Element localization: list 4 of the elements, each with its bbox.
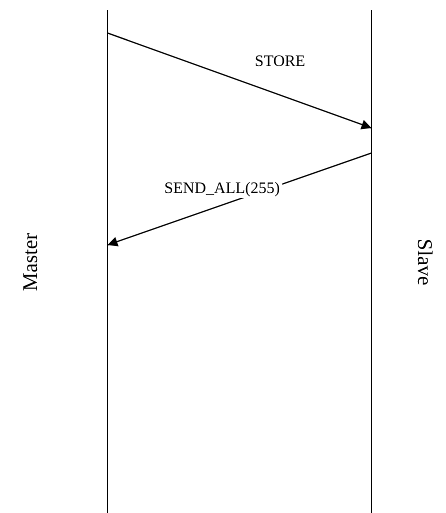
participant-name: Master [18,232,43,291]
message-label: SEND_ALL(255) [162,180,282,198]
message-arrow [107,32,372,130]
participant-name: Slave [412,238,437,285]
